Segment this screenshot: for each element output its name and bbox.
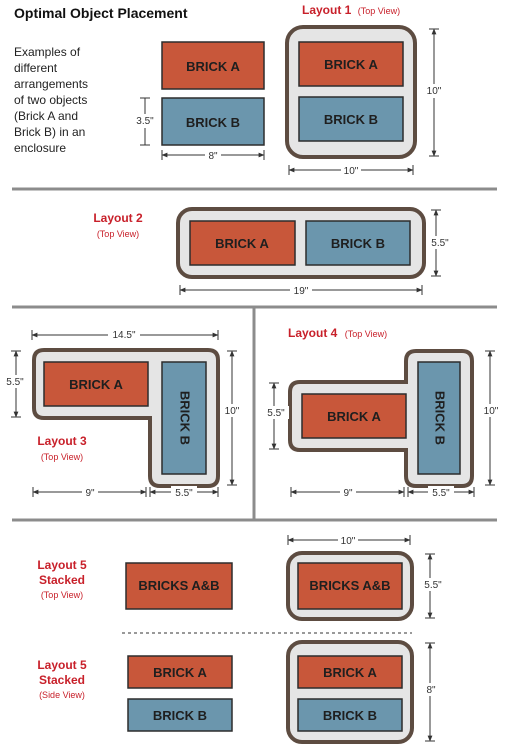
dim-layout-5-width: 10" — [341, 536, 356, 547]
dim-layout-4-width-a: 9" — [343, 488, 353, 499]
layout-4-title: Layout 4 — [288, 326, 338, 340]
brick-b-label: BRICK B — [323, 708, 377, 723]
layout-4-side-dimensions: 5.5" 10" — [263, 350, 501, 486]
brick-a-label: BRICK A — [153, 665, 207, 680]
description-line: arrangements — [14, 77, 88, 91]
layout-5-top-subtitle: (Top View) — [41, 590, 83, 600]
description-line: (Brick A and — [14, 109, 78, 123]
layout-3-subtitle: (Top View) — [41, 452, 83, 462]
dim-layout-5-top-height: 5.5" — [424, 580, 442, 591]
description-line: enclosure — [14, 141, 66, 155]
layout-4-enclosure: BRICK A BRICK B — [288, 349, 474, 488]
layout-5-reference-bricks: BRICKS A&B — [125, 562, 233, 610]
layout-3-enclosure: BRICK A BRICK B — [32, 348, 220, 488]
brick-b-label: BRICK B — [186, 115, 240, 130]
brick-a-label: BRICK A — [186, 59, 240, 74]
description: Examples of different arrangements of tw… — [14, 45, 88, 155]
reference-brick-a: BRICK A — [161, 41, 265, 90]
layout-4-heading: Layout 4 (Top View) — [288, 324, 387, 341]
layout-2-title: Layout 2 — [93, 211, 143, 225]
layout-3-title: Layout 3 — [37, 434, 87, 448]
dim-layout-3-left-height: 5.5" — [6, 377, 24, 388]
layout-1-subtitle: (Top View) — [358, 6, 400, 16]
layout-1-title: Layout 1 — [302, 3, 352, 17]
dim-layout-3-width-b: 5.5" — [175, 488, 193, 499]
layout-5-side-enclosure: BRICK A BRICK B — [286, 640, 414, 744]
description-line: Brick B) in an — [14, 125, 85, 139]
brick-a-label: BRICK A — [323, 665, 377, 680]
brick-a-label: BRICK A — [69, 377, 123, 392]
layout-5-side-title: Layout 5 — [37, 658, 87, 672]
dim-layout-1-height: 10" — [427, 86, 442, 97]
dim-layout-4-right-height: 10" — [484, 406, 499, 417]
layout-5-top-height-dimension: 5.5" — [420, 553, 446, 619]
layout-3-top-dimension: 14.5" — [31, 328, 219, 341]
layout-3-bottom-dimensions: 9" 5.5" — [32, 486, 219, 499]
layout-5-side-height-dimension: 8" — [422, 642, 440, 742]
dim-layout-3-right-height: 10" — [225, 406, 240, 417]
layout-1-enclosure: BRICK A BRICK B — [285, 25, 417, 159]
layout-5-top-stacked: Stacked — [39, 573, 85, 587]
layout-2-subtitle: (Top View) — [97, 229, 139, 239]
layout-1-dimensions: 10" 10" — [288, 28, 444, 177]
brick-b-label: BRICK B — [178, 391, 193, 445]
dim-layout-4-width-b: 5.5" — [432, 488, 450, 499]
brick-a-label: BRICK A — [324, 57, 378, 72]
layout-5-side-subtitle: (Side View) — [39, 690, 85, 700]
layout-5-side-reference-bricks: BRICK A BRICK B — [127, 655, 233, 732]
layout-5-top-title: Layout 5 — [37, 558, 87, 572]
brick-a-label: BRICK A — [215, 236, 269, 251]
description-line: different — [14, 61, 58, 75]
layout-2-dimensions: 5.5" 19" — [179, 209, 453, 297]
dim-layout-4-left-height: 5.5" — [267, 408, 285, 419]
brick-b-label: BRICK B — [153, 708, 207, 723]
dim-layout-2-width: 19" — [294, 286, 309, 297]
dim-layout-2-height: 5.5" — [431, 238, 449, 249]
dim-brick-width: 8" — [208, 151, 218, 162]
dim-layout-3-total-width: 14.5" — [112, 330, 135, 341]
layout-4-bottom-dimensions: 9" 5.5" — [290, 486, 475, 499]
description-line: Examples of — [14, 45, 81, 59]
brick-b-label: BRICK B — [433, 391, 448, 445]
bricks-ab-label: BRICKS A&B — [309, 578, 390, 593]
reference-brick-b: BRICK B — [161, 97, 265, 146]
description-line: of two objects — [14, 93, 87, 107]
layout-4-subtitle: (Top View) — [345, 329, 387, 339]
layout-5-top-enclosure: BRICKS A&B — [286, 551, 414, 621]
layout-5-top-dimension: 10" — [287, 534, 411, 547]
brick-b-label: BRICK B — [331, 236, 385, 251]
dim-brick-height: 3.5" — [136, 116, 154, 127]
layout-2-enclosure: BRICK A BRICK B — [176, 207, 426, 279]
layout-3-side-dimensions: 5.5" 10" — [2, 350, 242, 486]
dim-layout-3-width-a: 9" — [85, 488, 95, 499]
reference-brick-dimensions: 3.5" 8" — [133, 97, 265, 162]
page-title: Optimal Object Placement — [14, 5, 188, 21]
brick-a-label: BRICK A — [327, 409, 381, 424]
layout-1-heading: Layout 1 (Top View) — [302, 1, 400, 18]
bricks-ab-label: BRICKS A&B — [138, 578, 219, 593]
brick-b-label: BRICK B — [324, 112, 378, 127]
dim-layout-1-width: 10" — [344, 166, 359, 177]
layout-5-side-stacked: Stacked — [39, 673, 85, 687]
dim-layout-5-side-height: 8" — [426, 685, 436, 696]
